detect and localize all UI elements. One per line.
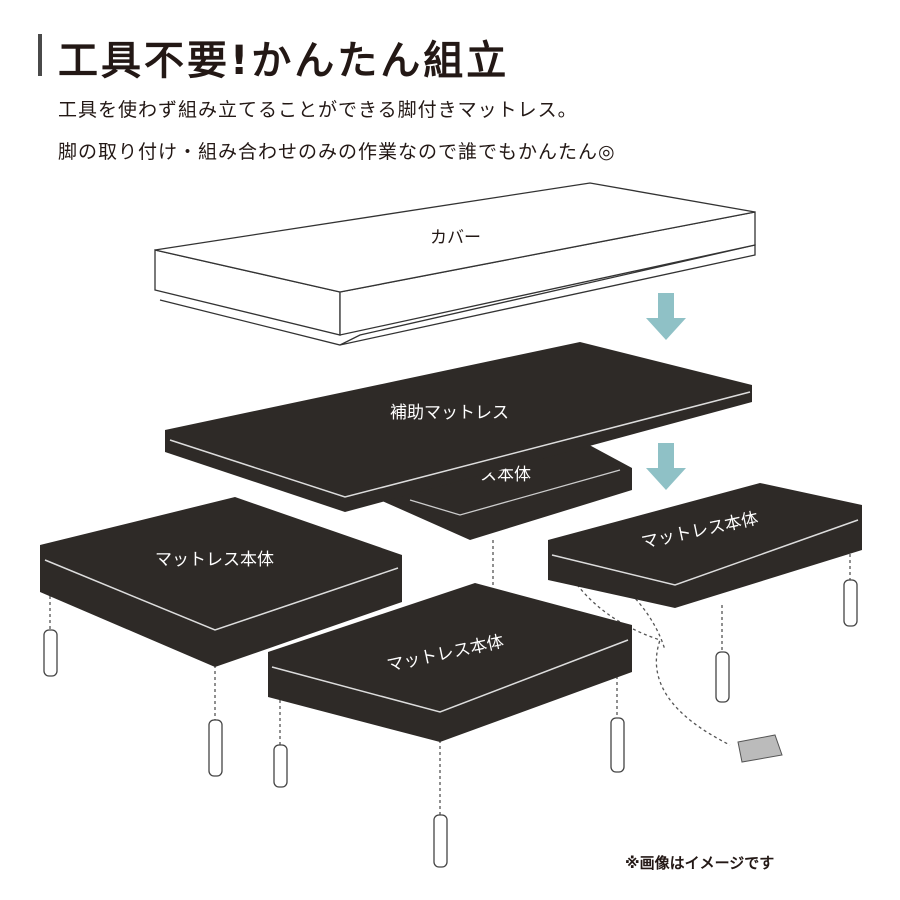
leg [843, 579, 858, 627]
mattress-left-label: マットレス本体 [155, 550, 274, 570]
cover: カバー [154, 182, 756, 346]
mattress-center: マットレス本体 [268, 583, 632, 742]
description-line-2: 脚の取り付け・組み合わせのみの作業なので誰でもかんたん◎ [58, 141, 616, 163]
arrow-1 [646, 293, 686, 340]
description-line-1: 工具を使わず組み立てることができる脚付きマットレス。 [58, 99, 578, 121]
footnote: ※画像はイメージです [625, 854, 775, 872]
title-accent-bar [38, 34, 42, 76]
mattress-left: マットレス本体 [40, 497, 402, 667]
leg [273, 744, 288, 788]
leg [43, 629, 58, 677]
cover-label: カバー [430, 228, 481, 248]
page-title: 工具不要!かんたん組立 [58, 38, 510, 84]
leg [715, 651, 730, 703]
arrow-2 [646, 443, 686, 490]
legs [43, 579, 858, 868]
mattress-right: マットレス本体 [548, 483, 862, 608]
aux-mattress-label: 補助マットレス [390, 403, 509, 423]
leg [610, 717, 625, 773]
instruction-card [737, 734, 783, 763]
leg [208, 719, 223, 777]
auxiliary-mattress: 補助マットレス [165, 342, 752, 512]
leg [433, 814, 448, 868]
